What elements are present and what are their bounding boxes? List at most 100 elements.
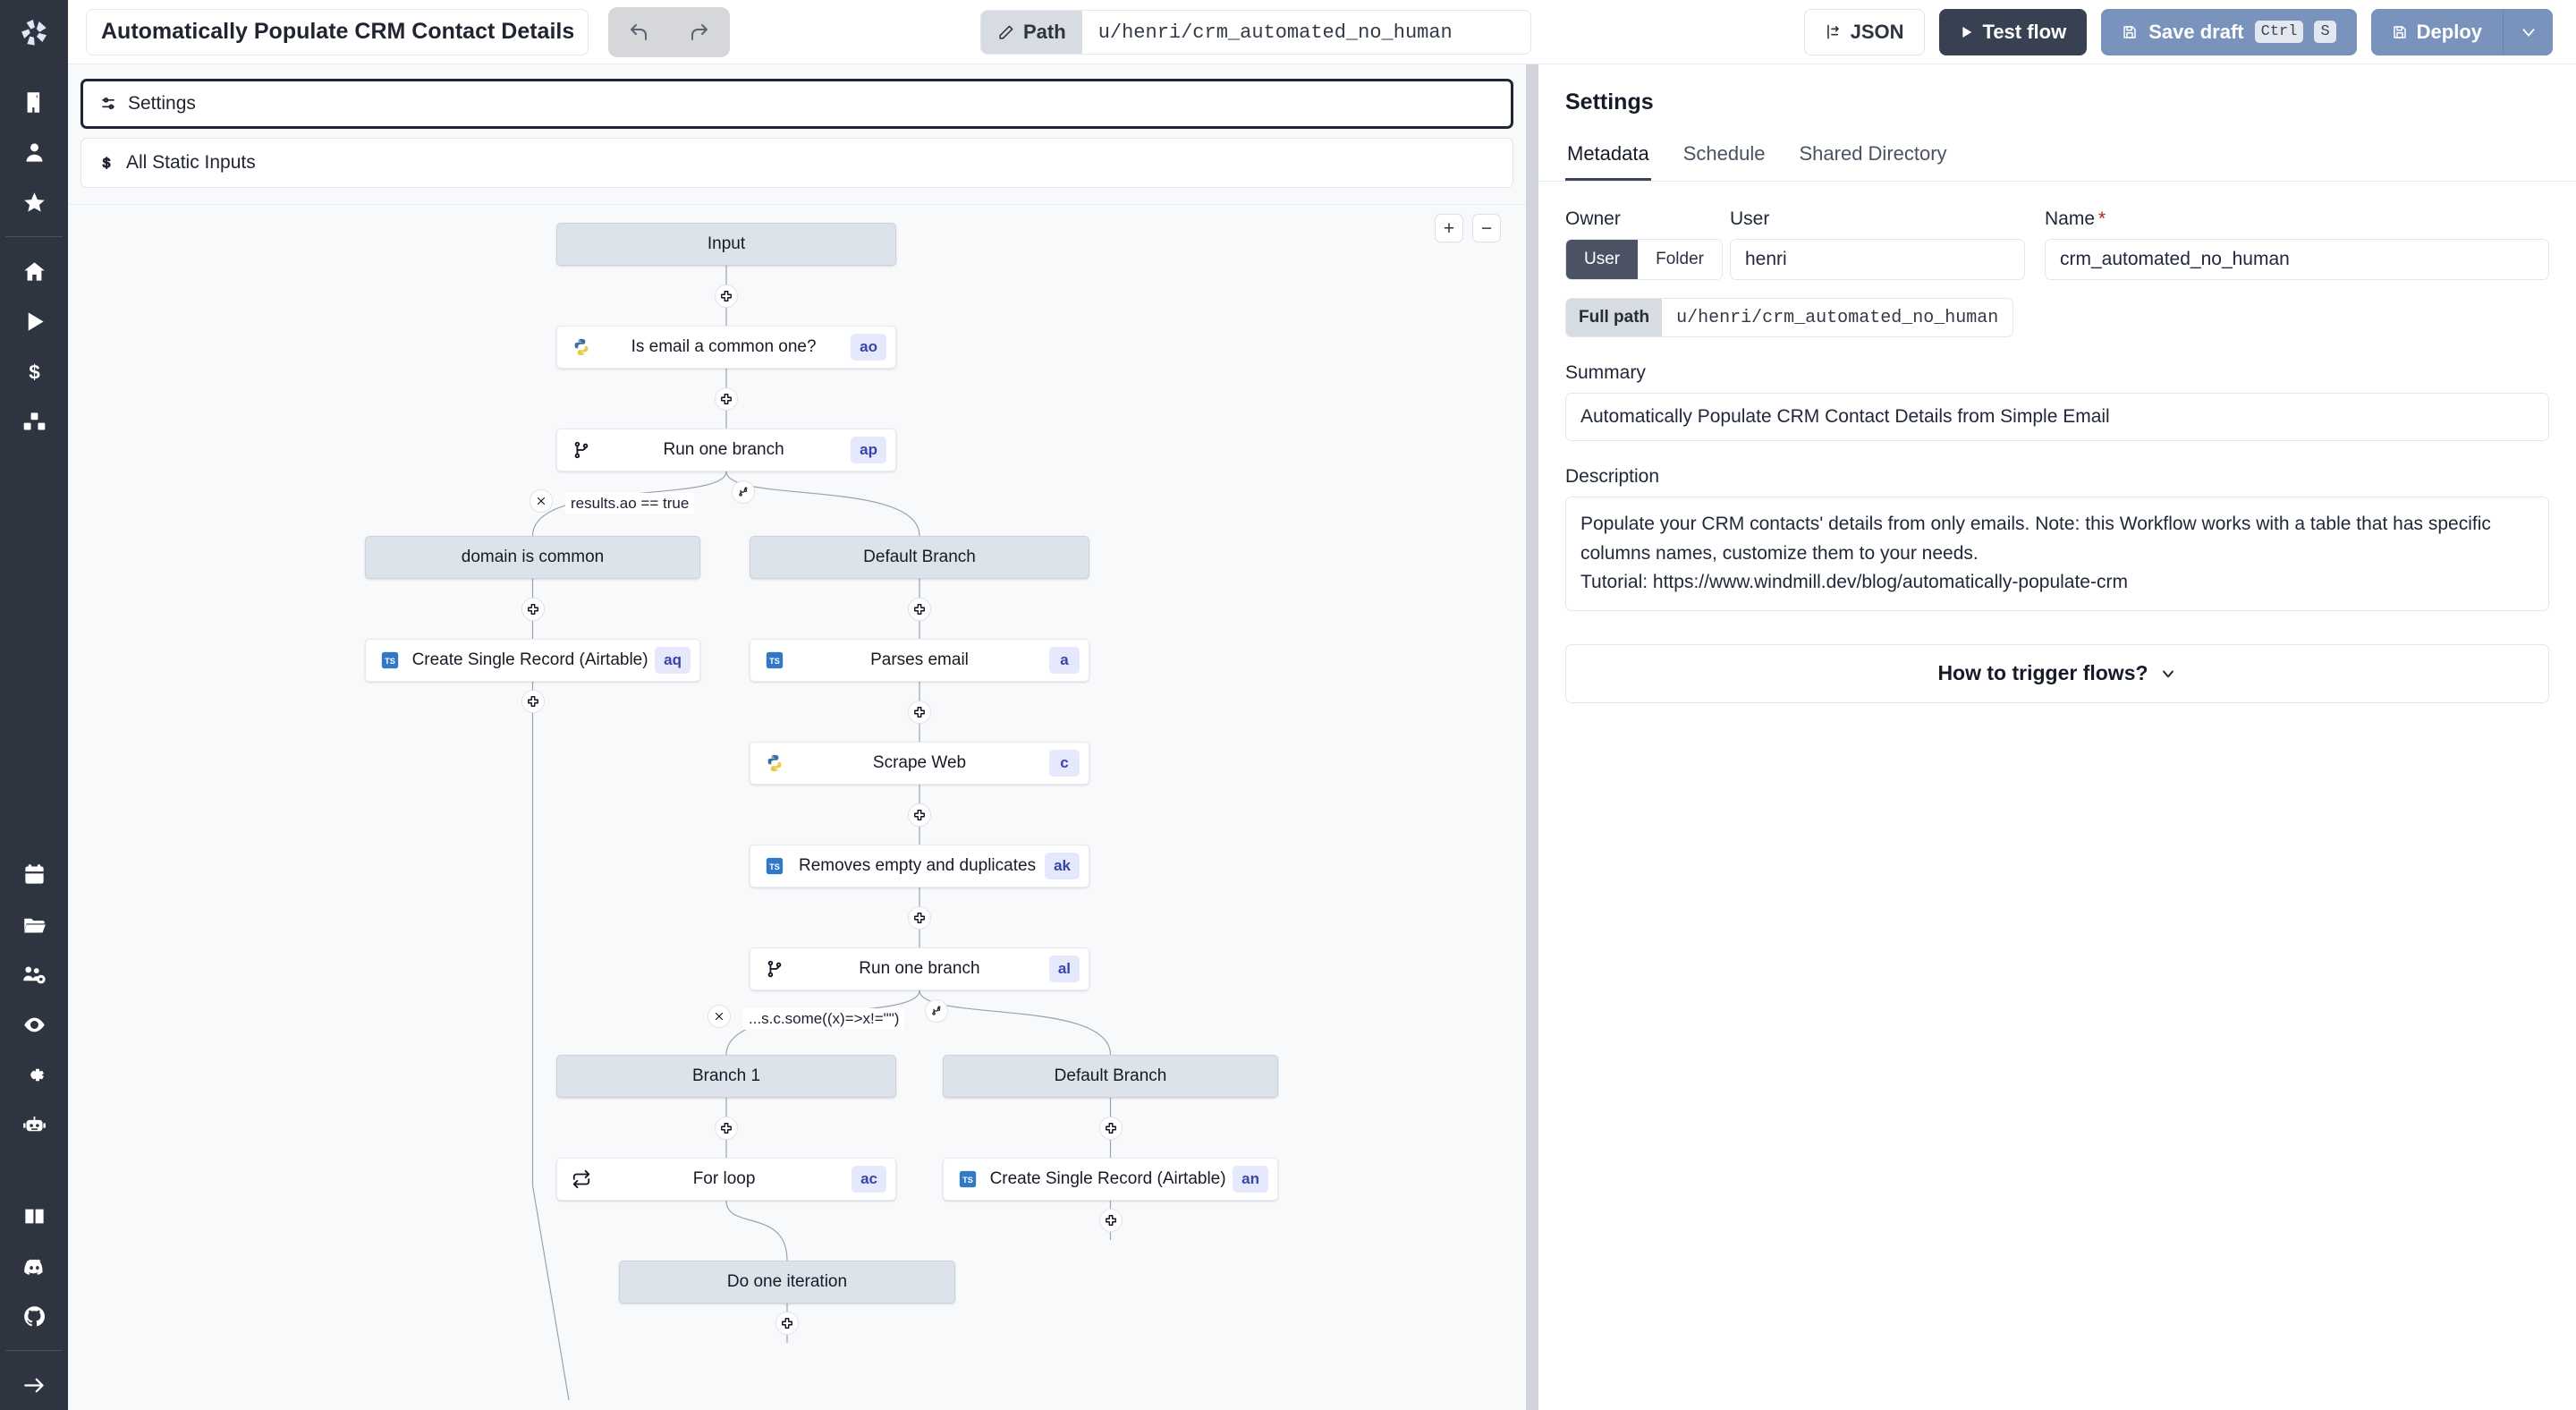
add-step-button[interactable]: [908, 597, 931, 621]
svg-text:TS: TS: [769, 862, 780, 871]
add-branch-button[interactable]: [925, 999, 948, 1023]
play-icon[interactable]: [7, 296, 61, 346]
flow-node-doone[interactable]: Do one iteration: [619, 1261, 955, 1304]
add-step-button[interactable]: [775, 1312, 799, 1335]
name-input[interactable]: [2045, 239, 2549, 280]
flow-edges: [531, 266, 1112, 1401]
user-input[interactable]: [1730, 239, 2025, 280]
dollar-icon[interactable]: $: [7, 346, 61, 396]
add-step-button[interactable]: [715, 1116, 738, 1140]
summary-field: Summary: [1565, 362, 2549, 441]
python-icon: [759, 753, 790, 773]
branch-condition-label[interactable]: ...s.c.some((x)=>x!=""): [743, 1008, 905, 1030]
arrow-right-icon[interactable]: [7, 1360, 61, 1410]
star-icon[interactable]: [7, 177, 61, 227]
deploy-dropdown-button[interactable]: [2503, 8, 2553, 55]
flow-node-input[interactable]: Input: [556, 223, 896, 266]
flow-node-domain[interactable]: domain is common: [365, 536, 700, 579]
flow-node-label: Parses email: [870, 650, 969, 669]
flow-node-tag: an: [1233, 1166, 1268, 1193]
json-button[interactable]: JSON: [1803, 8, 1925, 55]
discord-icon[interactable]: [7, 1241, 61, 1291]
flow-node-tag: al: [1048, 956, 1080, 982]
chevron-down-icon: [2522, 28, 2534, 37]
path-field[interactable]: Path u/henri/crm_automated_no_human: [980, 10, 1531, 55]
github-icon[interactable]: [7, 1291, 61, 1341]
home-icon[interactable]: [7, 246, 61, 296]
sliders-icon: [102, 97, 114, 110]
add-step-button[interactable]: [715, 284, 738, 308]
user-icon[interactable]: [7, 127, 61, 177]
book-icon[interactable]: [7, 1191, 61, 1241]
add-step-button[interactable]: [908, 905, 931, 930]
add-branch-button[interactable]: [732, 480, 755, 504]
settings-card[interactable]: Settings: [80, 79, 1513, 129]
flow-node-ao[interactable]: Is email a common one?ao: [556, 326, 896, 369]
owner-option-user[interactable]: User: [1566, 240, 1639, 279]
how-to-trigger-flows-button[interactable]: How to trigger flows?: [1565, 643, 2549, 703]
calendar-icon[interactable]: [7, 849, 61, 899]
tab-metadata-label: Metadata: [1567, 142, 1649, 165]
static-inputs-card[interactable]: $ All Static Inputs: [80, 138, 1513, 188]
name-field: Name*: [2045, 208, 2549, 280]
save-draft-button[interactable]: Save draft Ctrl S: [2101, 8, 2357, 55]
gear-icon[interactable]: [7, 1049, 61, 1100]
tab-metadata[interactable]: Metadata: [1565, 135, 1651, 181]
zoom-out-label: −: [1480, 217, 1493, 239]
remove-branch-button[interactable]: [708, 1005, 731, 1028]
folder-icon[interactable]: [7, 899, 61, 949]
add-step-button[interactable]: [908, 803, 931, 827]
flow-node-defbr1[interactable]: Default Branch: [750, 536, 1089, 579]
tab-schedule[interactable]: Schedule: [1682, 135, 1767, 181]
add-step-button[interactable]: [1098, 1116, 1123, 1140]
svg-text:TS: TS: [962, 1176, 973, 1185]
tab-shared-directory-label: Shared Directory: [1799, 142, 1947, 165]
flow-node-label: Removes empty and duplicates: [798, 856, 1037, 875]
add-step-button[interactable]: [521, 690, 545, 713]
add-step-button[interactable]: [1098, 1209, 1123, 1232]
save-icon: [2393, 25, 2406, 38]
tab-shared-directory[interactable]: Shared Directory: [1797, 135, 1948, 181]
flow-node-label: Branch 1: [691, 1066, 761, 1085]
windmill-logo[interactable]: [0, 0, 68, 64]
full-path-field[interactable]: Full path u/henri/crm_automated_no_human: [1565, 298, 2014, 337]
add-step-button[interactable]: [715, 386, 738, 411]
description-textarea[interactable]: Populate your CRM contacts' details from…: [1565, 497, 2549, 611]
eye-icon[interactable]: [7, 999, 61, 1049]
test-flow-button[interactable]: Test flow: [1938, 8, 2088, 55]
users-cog-icon[interactable]: [7, 949, 61, 999]
robot-icon[interactable]: [7, 1100, 61, 1150]
zoom-out-button[interactable]: −: [1472, 214, 1501, 242]
owner-option-folder[interactable]: Folder: [1638, 240, 1722, 279]
owner-field: Owner User Folder: [1565, 208, 1723, 280]
deploy-button[interactable]: Deploy: [2370, 8, 2503, 55]
add-step-button[interactable]: [521, 597, 545, 621]
add-step-button[interactable]: [908, 700, 931, 724]
summary-input[interactable]: [1565, 393, 2549, 441]
ts-icon: TS: [759, 856, 790, 876]
canvas-scrollbar[interactable]: [1526, 64, 1538, 1410]
flow-title-input[interactable]: [86, 8, 589, 55]
flow-node-defbr2[interactable]: Default Branch: [943, 1055, 1278, 1098]
user-label: User: [1730, 208, 1770, 229]
flow-node-branch1[interactable]: Branch 1: [556, 1055, 896, 1098]
building-icon[interactable]: [7, 77, 61, 127]
path-label-chip: Path: [981, 11, 1082, 54]
branch-condition-label[interactable]: results.ao == true: [565, 493, 695, 514]
flow-node-label: Run one branch: [859, 959, 980, 978]
undo-icon[interactable]: [614, 9, 664, 55]
cubes-icon[interactable]: [7, 396, 61, 446]
redo-icon[interactable]: [674, 9, 724, 55]
remove-branch-button[interactable]: [530, 489, 553, 513]
flow-node-al[interactable]: Run one branch al: [750, 947, 1089, 990]
ts-icon: TS: [953, 1169, 983, 1189]
zoom-in-button[interactable]: +: [1435, 214, 1463, 242]
